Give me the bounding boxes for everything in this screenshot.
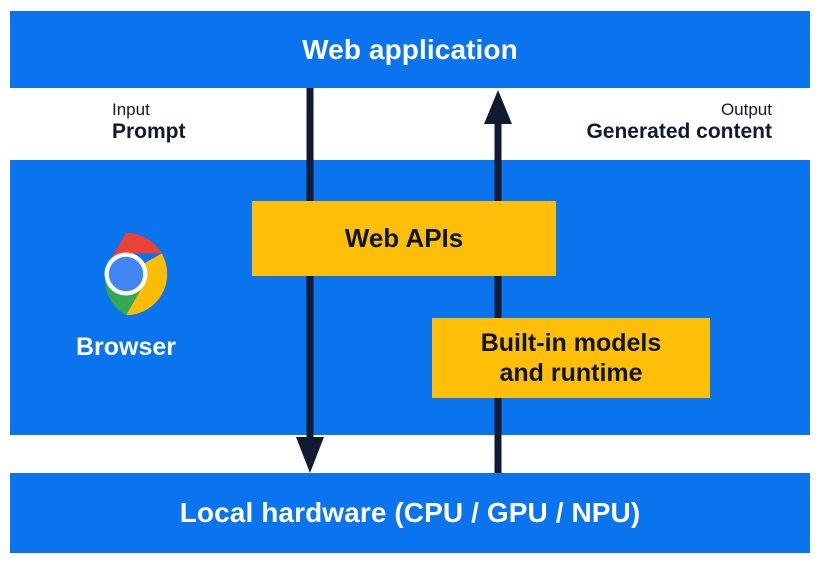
flow-label-output: Output Generated content <box>586 100 772 145</box>
box-builtin-models-text: Built-in models and runtime <box>481 328 662 388</box>
flow-input-kind: Input <box>112 100 150 119</box>
band-browser-label: Browser <box>75 333 177 361</box>
flow-output-value: Generated content <box>586 120 772 144</box>
box-builtin-models-line2: and runtime <box>499 359 643 387</box>
flow-label-input: Input Prompt <box>112 100 186 145</box>
box-web-apis-label: Web APIs <box>344 222 464 253</box>
flow-output-kind: Output <box>720 100 772 119</box>
box-web-apis: Web APIs <box>252 201 556 276</box>
band-web-application-label: Web application <box>302 34 518 65</box>
box-builtin-models: Built-in models and runtime <box>432 318 710 398</box>
browser-block: Browser <box>56 231 196 362</box>
band-local-hardware-label: Local hardware (CPU / GPU / NPU) <box>179 497 641 528</box>
chrome-logo-icon <box>104 232 168 316</box>
box-builtin-models-line1: Built-in models <box>480 329 662 357</box>
band-web-application: Web application <box>10 11 810 88</box>
band-local-hardware: Local hardware (CPU / GPU / NPU) <box>10 473 810 553</box>
flow-input-value: Prompt <box>112 120 186 144</box>
